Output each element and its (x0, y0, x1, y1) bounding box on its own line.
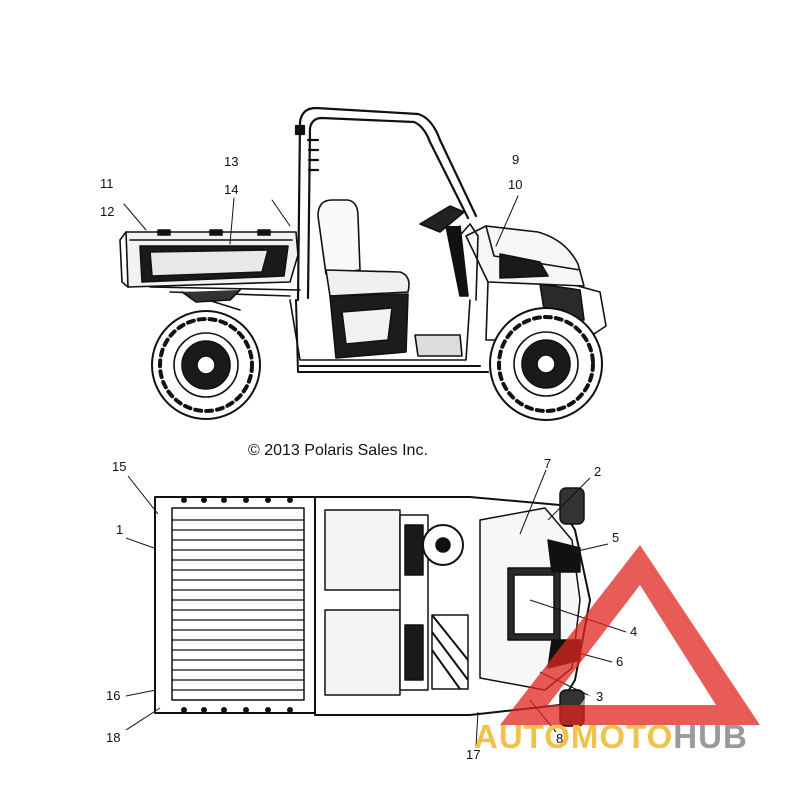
seat (317, 199, 410, 359)
callout-7: 7 (544, 456, 552, 471)
callout-17: 17 (466, 747, 481, 762)
watermark-word-hub: HUB (673, 718, 748, 755)
callout-2: 2 (594, 464, 602, 479)
leader-lines-side (123, 195, 519, 247)
rear-wheel (151, 310, 261, 420)
callout-15: 15 (112, 459, 127, 474)
callout-4: 4 (630, 624, 638, 639)
callout-10: 10 (508, 177, 523, 192)
watermark-word-automoto: AUTOMOTO (474, 718, 674, 755)
watermark-triangle-icon (500, 545, 760, 725)
callout-12: 12 (100, 204, 115, 219)
callout-16: 16 (106, 688, 121, 703)
rops-cage (294, 106, 478, 302)
callout-11: 11 (100, 176, 114, 191)
callout-18: 18 (106, 730, 121, 745)
callout-8: 8 (556, 731, 564, 746)
cargo-bed (154, 496, 316, 714)
callout-14: 14 (224, 182, 239, 197)
hood (465, 225, 607, 341)
callout-13: 13 (224, 154, 239, 169)
watermark-brand-text: AUTOMOTOHUB (474, 718, 748, 756)
cargo-box (119, 229, 299, 288)
front-wheel (489, 307, 603, 421)
callout-1: 1 (116, 522, 124, 537)
callout-9: 9 (512, 152, 520, 167)
callout-6: 6 (616, 654, 624, 669)
callout-3: 3 (596, 689, 604, 704)
callout-5: 5 (612, 530, 620, 545)
copyright-text: © 2013 Polaris Sales Inc. (248, 442, 428, 459)
